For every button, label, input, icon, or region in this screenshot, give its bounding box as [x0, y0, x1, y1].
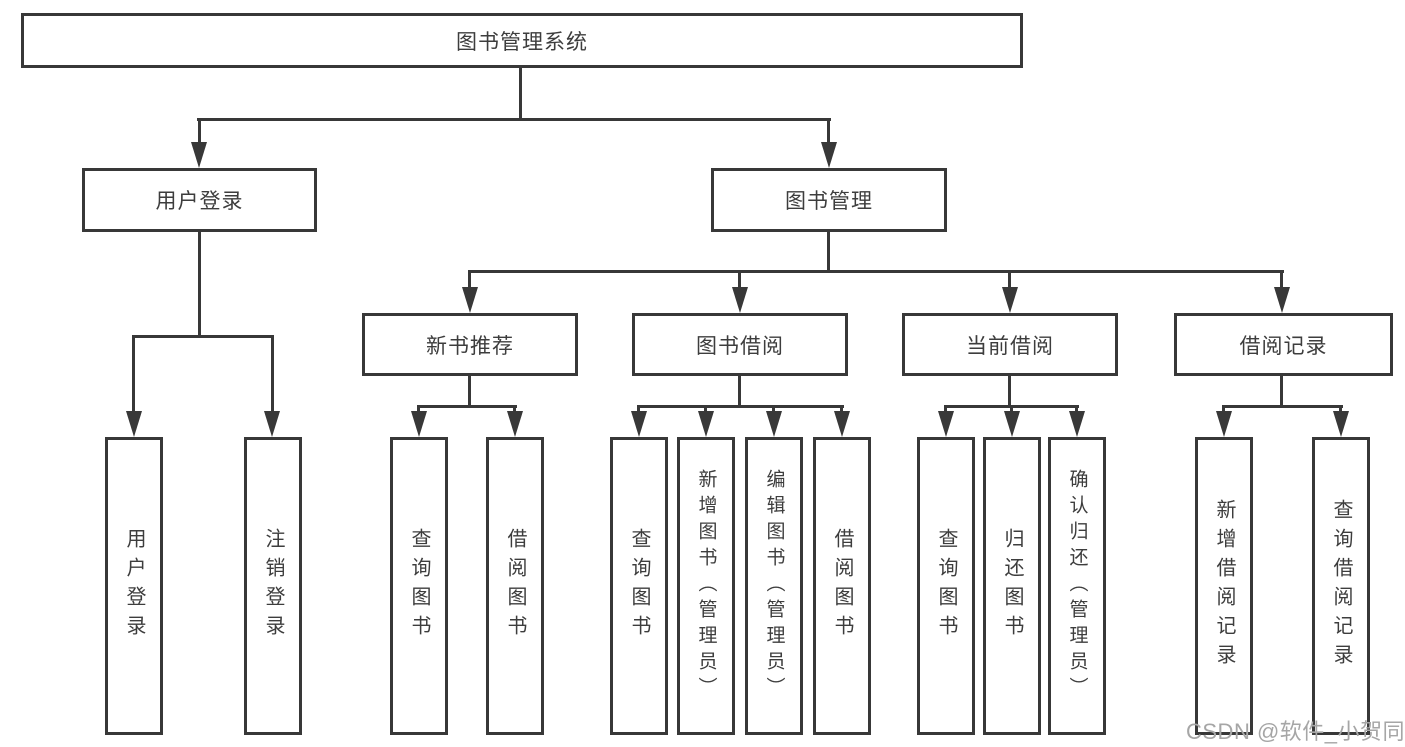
node-label: 编辑图书（管理员） — [763, 469, 785, 703]
arrowhead-icon — [264, 411, 280, 437]
leaf-return-books: 归还图书 — [983, 437, 1041, 735]
connector-stem — [417, 405, 420, 411]
connector-user-login-bar — [132, 335, 274, 338]
connector-stem — [738, 270, 741, 289]
node-label: 查询图书 — [408, 528, 430, 644]
connector-root-trunk — [519, 66, 522, 118]
connector-stem — [1008, 270, 1011, 289]
node-label: 图书管理 — [785, 190, 873, 213]
node-new-book-recommend: 新书推荐 — [362, 313, 578, 376]
connector-bar — [637, 405, 844, 408]
connector-root-bar — [197, 118, 831, 121]
leaf-borrow-books-recommend: 借阅图书 — [486, 437, 544, 735]
connector-trunk — [1008, 374, 1011, 405]
connector-stem — [468, 270, 471, 289]
node-system-root: 图书管理系统 — [21, 13, 1023, 68]
node-label: 借阅图书 — [504, 528, 526, 644]
leaf-query-books-borrowing: 查询图书 — [610, 437, 668, 735]
connector-stem — [1280, 270, 1283, 289]
node-label: 新书推荐 — [426, 334, 514, 358]
connector-bar — [1222, 405, 1343, 408]
connector-book-mgmt-trunk — [827, 231, 830, 270]
leaf-logout: 注销登录 — [244, 437, 302, 735]
node-borrowing-records: 借阅记录 — [1174, 313, 1393, 376]
connector-stem — [513, 405, 516, 411]
node-label: 图书借阅 — [696, 334, 784, 358]
arrowhead-icon — [732, 287, 748, 313]
connector-trunk — [468, 374, 471, 405]
node-label: 查询借阅记录 — [1330, 499, 1352, 673]
connector-bar — [417, 405, 517, 408]
arrowhead-icon — [507, 411, 523, 437]
arrowhead-icon — [1274, 287, 1290, 313]
node-label: 查询图书 — [628, 528, 650, 644]
arrowhead-icon — [821, 142, 837, 168]
leaf-query-books-recommend: 查询图书 — [390, 437, 448, 735]
arrowhead-icon — [1004, 411, 1020, 437]
connector-trunk — [738, 374, 741, 405]
arrowhead-icon — [411, 411, 427, 437]
leaf-query-borrow-record: 查询借阅记录 — [1312, 437, 1370, 735]
node-book-management: 图书管理 — [711, 168, 947, 232]
arrowhead-icon — [1002, 287, 1018, 313]
leaf-edit-book-admin: 编辑图书（管理员） — [745, 437, 803, 735]
arrowhead-icon — [462, 287, 478, 313]
leaf-query-books-current: 查询图书 — [917, 437, 975, 735]
connector-stem — [1339, 405, 1342, 411]
arrowhead-icon — [698, 411, 714, 437]
connector-stem — [1010, 405, 1013, 411]
node-label: 用户登录 — [155, 190, 244, 213]
arrowhead-icon — [126, 411, 142, 437]
node-label: 归还图书 — [1001, 528, 1023, 644]
arrowhead-icon — [1069, 411, 1085, 437]
node-current-borrowing: 当前借阅 — [902, 313, 1118, 376]
connector-stem — [772, 405, 775, 411]
leaf-confirm-return-admin: 确认归还（管理员） — [1048, 437, 1106, 735]
connector-stem — [840, 405, 843, 411]
connector-user-login-trunk — [198, 230, 201, 335]
connector-stem — [827, 118, 830, 144]
connector-stem — [1222, 405, 1225, 411]
arrowhead-icon — [191, 142, 207, 168]
node-label: 查询图书 — [935, 528, 957, 644]
connector-stem — [944, 405, 947, 411]
connector-stem — [704, 405, 707, 411]
arrowhead-icon — [631, 411, 647, 437]
arrowhead-icon — [766, 411, 782, 437]
node-label: 当前借阅 — [966, 334, 1054, 358]
node-label: 用户登录 — [123, 528, 145, 644]
connector-book-mgmt-bar — [468, 270, 1284, 273]
connector-stem — [637, 405, 640, 411]
leaf-add-borrow-record: 新增借阅记录 — [1195, 437, 1253, 735]
leaf-add-book-admin: 新增图书（管理员） — [677, 437, 735, 735]
node-book-borrowing: 图书借阅 — [632, 313, 848, 376]
arrowhead-icon — [1333, 411, 1349, 437]
node-label: 图书管理系统 — [456, 30, 588, 54]
csdn-watermark: CSDN @软件_小贺同学 — [1186, 719, 1405, 744]
node-label: 注销登录 — [262, 528, 284, 644]
node-user-login: 用户登录 — [82, 168, 317, 232]
node-label: 新增借阅记录 — [1213, 499, 1235, 673]
arrowhead-icon — [834, 411, 850, 437]
arrowhead-icon — [1216, 411, 1232, 437]
connector-stem — [198, 118, 201, 144]
node-label: 确认归还（管理员） — [1066, 469, 1088, 703]
node-label: 借阅图书 — [831, 528, 853, 644]
connector-trunk — [1280, 374, 1283, 405]
connector-stem — [1075, 405, 1078, 411]
leaf-borrow-books-borrowing: 借阅图书 — [813, 437, 871, 735]
leaf-user-login: 用户登录 — [105, 437, 163, 735]
connector-stem — [132, 335, 135, 411]
connector-stem — [271, 335, 274, 411]
node-label: 新增图书（管理员） — [695, 469, 717, 703]
node-label: 借阅记录 — [1239, 334, 1328, 358]
arrowhead-icon — [938, 411, 954, 437]
